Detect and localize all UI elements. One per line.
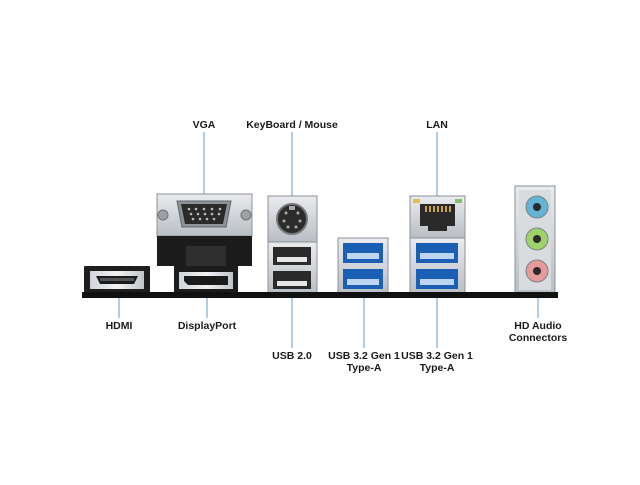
label-usb32-a-line2: Type-A — [346, 362, 382, 374]
usb32-ports-a — [337, 237, 389, 295]
label-hdmi: HDMI — [105, 320, 133, 332]
hd-audio-jacks — [514, 185, 556, 295]
usb2-ports — [267, 241, 318, 295]
label-usb32-b: USB 3.2 Gen 1 Type-A — [397, 350, 477, 374]
vga-port — [156, 193, 253, 266]
label-hd-audio: HD Audio Connectors — [498, 320, 578, 344]
label-hd-audio-line2: Connectors — [508, 332, 568, 344]
label-usb32-a: USB 3.2 Gen 1 Type-A — [324, 350, 404, 374]
label-usb32-a-line1: USB 3.2 Gen 1 — [328, 350, 400, 362]
label-usb32-b-line2: Type-A — [419, 362, 455, 374]
displayport-port — [174, 266, 238, 294]
label-hd-audio-line1: HD Audio — [514, 320, 562, 332]
ps2-port — [267, 195, 318, 243]
lan-port — [409, 195, 466, 239]
label-lan: LAN — [426, 119, 448, 131]
label-vga: VGA — [192, 119, 216, 131]
usb32-ports-b — [409, 237, 466, 295]
label-displayport: DisplayPort — [177, 320, 237, 332]
hdmi-port — [84, 266, 150, 294]
io-bar — [82, 292, 558, 298]
label-usb32-b-line1: USB 3.2 Gen 1 — [401, 350, 473, 362]
label-keyboard-mouse: KeyBoard / Mouse — [246, 119, 338, 131]
label-usb2: USB 2.0 — [272, 350, 312, 362]
